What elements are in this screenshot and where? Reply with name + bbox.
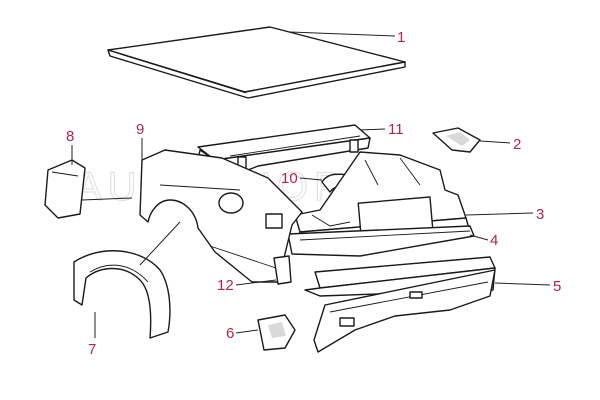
part-8-repair-patch[interactable] [44, 159, 86, 219]
leader-lines [71, 31, 551, 338]
callout-6: 6 [226, 325, 234, 342]
callout-9: 9 [136, 121, 144, 138]
callout-12: 12 [217, 277, 234, 294]
part-6-jack-bracket[interactable] [257, 314, 296, 351]
part-12-closing-plate[interactable] [273, 255, 292, 285]
part-11-upper-rear-panel[interactable] [197, 124, 371, 171]
callout-7: 7 [88, 341, 96, 358]
callout-4: 4 [490, 232, 498, 249]
callout-2: 2 [513, 136, 521, 153]
callout-5: 5 [553, 278, 561, 295]
part-5-rear-crossmember[interactable] [304, 256, 496, 353]
callout-3: 3 [536, 206, 544, 223]
callouts: 1 2 3 4 5 6 7 8 9 10 11 12 [66, 29, 561, 358]
part-4-lower-rear-panel[interactable] [287, 225, 475, 257]
callout-10: 10 [281, 170, 298, 187]
part-1-trunk-lid[interactable] [107, 26, 406, 99]
part-2-bracket[interactable] [432, 127, 481, 153]
callout-8: 8 [66, 128, 74, 145]
callout-1: 1 [397, 29, 405, 46]
part-7-wheel-arch[interactable] [73, 250, 171, 339]
callout-11: 11 [388, 121, 404, 138]
part-9-quarter-panel[interactable] [139, 149, 303, 283]
